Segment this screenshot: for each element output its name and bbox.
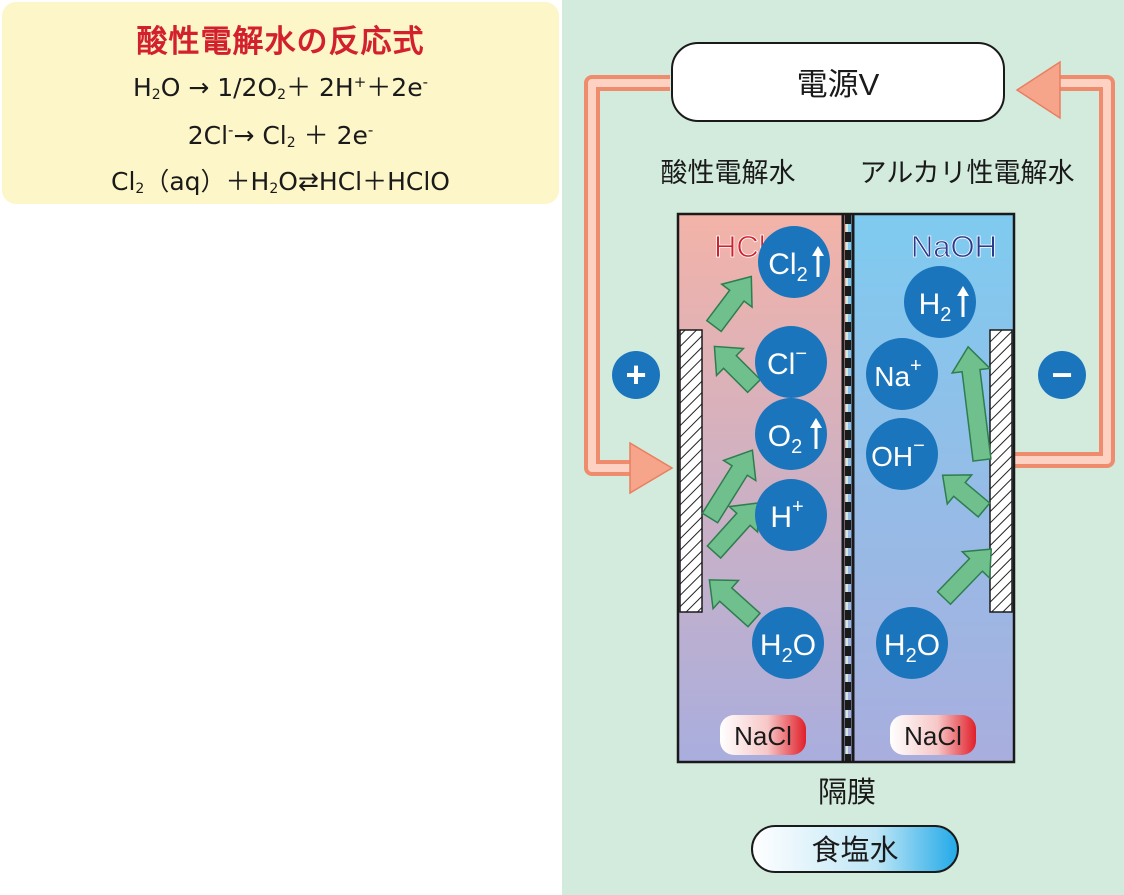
saltwater-label: 食塩水	[811, 834, 898, 867]
arrow-chloride-icon	[713, 345, 762, 394]
nacl-badge-acid	[720, 715, 806, 755]
ion-migration-arrows	[701, 275, 993, 628]
svg-text:H+: H+	[770, 496, 803, 534]
membrane	[841, 214, 855, 762]
alkaline-water-label: アルカリ性電解水	[860, 158, 1075, 188]
negative-terminal-icon	[1038, 351, 1086, 399]
alkali-ion-h2: H2	[904, 266, 976, 338]
equation-chloride-oxidation: 2Cl-→ Cl2 ＋ 2e-	[187, 121, 374, 151]
equation-chlorine-hydrolysis: Cl2（aq）＋H2O⇄HCl＋HClO	[111, 167, 450, 197]
arrow-hydroxide-icon	[941, 474, 991, 518]
nacl-label-alkali: NaCl	[904, 721, 962, 751]
power-label: 電源V	[797, 67, 880, 102]
arrow-h2-icon	[950, 345, 992, 462]
arrow-water-acid-icon	[708, 579, 762, 628]
naoh-label: NaOH	[911, 229, 997, 264]
current-arrow-right-icon	[629, 441, 674, 495]
electrolysis-diagram: 電源V 酸性電解水 アルカリ性電解水 + − HCl NaOH	[562, 0, 1124, 895]
acid-ion-chloride: Cl−	[755, 326, 827, 398]
power-supply-box	[671, 42, 1005, 122]
arrow-o2-icon	[701, 449, 757, 524]
hcl-label: HCl	[714, 229, 766, 264]
equation-water-oxidation: H2O → 1/2O2＋ 2H+＋2e-	[132, 73, 429, 103]
alkali-ion-hydroxide: OH−	[866, 418, 938, 490]
saltwater-badge	[751, 825, 959, 873]
acid-water-label: 酸性電解水	[661, 158, 796, 188]
acid-chamber	[678, 214, 846, 762]
svg-text:O2: O2	[768, 420, 802, 458]
membrane-label: 隔膜	[818, 776, 876, 809]
svg-text:Cl2: Cl2	[768, 248, 807, 286]
equilibrium-arrow-icon: ⇄	[297, 167, 319, 196]
nacl-label-acid: NaCl	[734, 721, 792, 751]
svg-text:H2: H2	[919, 288, 952, 326]
svg-text:Na+: Na+	[874, 355, 921, 392]
svg-text:H2O: H2O	[760, 629, 816, 667]
acid-ion-water: H2O	[752, 607, 824, 679]
acid-ion-cl2: Cl2	[758, 226, 830, 298]
acid-ion-o2: O2	[755, 398, 827, 470]
current-arrow-left-icon	[1015, 60, 1061, 120]
nacl-badge-alkali	[890, 715, 976, 755]
anode-electrode	[679, 329, 703, 613]
cathode-electrode	[989, 329, 1013, 613]
electrolysis-svg: 電源V 酸性電解水 アルカリ性電解水 + − HCl NaOH	[584, 42, 1115, 873]
reaction-title: 酸性電解水の反応式	[136, 24, 425, 60]
alkali-ion-sodium: Na+	[866, 338, 938, 410]
alkali-ion-water: H2O	[876, 607, 948, 679]
minus-symbol: −	[1051, 354, 1072, 395]
arrow-cl2-icon	[705, 275, 753, 333]
power-wiring	[584, 60, 1115, 495]
arrow-water-alkali-icon	[936, 548, 993, 606]
plus-symbol: +	[625, 354, 646, 395]
reaction-equation-box: 酸性電解水の反応式 H2O → 1/2O2＋ 2H+＋2e- 2Cl-→ Cl2…	[2, 2, 559, 204]
acid-ion-hplus: H+	[755, 479, 827, 551]
svg-text:OH−: OH−	[871, 435, 925, 472]
positive-terminal-icon	[612, 351, 660, 399]
svg-text:H2O: H2O	[884, 629, 940, 667]
svg-text:Cl−: Cl−	[767, 343, 807, 381]
